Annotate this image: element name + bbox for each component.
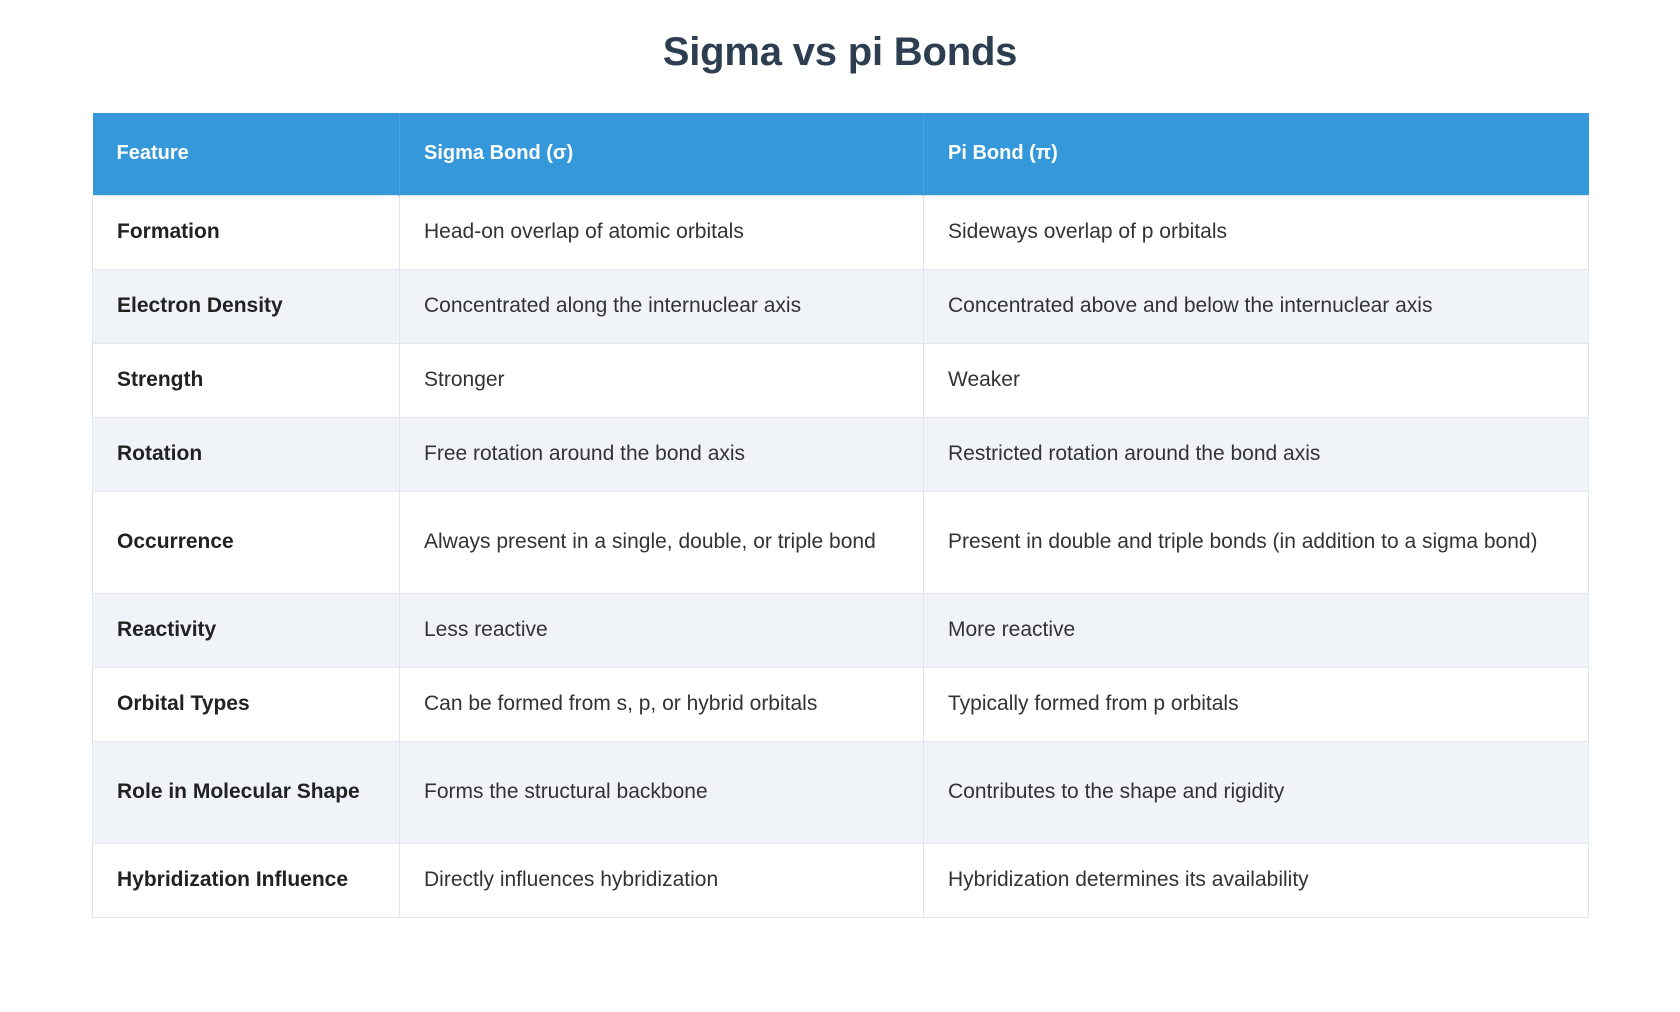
table-header-row: Feature Sigma Bond (σ) Pi Bond (π) bbox=[92, 113, 1589, 195]
cell-feature: Formation bbox=[92, 194, 400, 270]
cell-pi-bond: Contributes to the shape and rigidity bbox=[923, 740, 1589, 844]
column-header-sigma-bond: Sigma Bond (σ) bbox=[399, 113, 924, 195]
cell-feature: Strength bbox=[92, 342, 400, 418]
comparison-table-container: Feature Sigma Bond (σ) Pi Bond (π) Forma… bbox=[92, 113, 1589, 918]
cell-pi-bond: Concentrated above and below the internu… bbox=[923, 268, 1589, 344]
cell-sigma-bond: Stronger bbox=[399, 342, 924, 418]
cell-feature: Role in Molecular Shape bbox=[92, 740, 400, 844]
cell-pi-bond: More reactive bbox=[923, 592, 1589, 668]
cell-sigma-bond: Less reactive bbox=[399, 592, 924, 668]
cell-feature: Orbital Types bbox=[92, 666, 400, 742]
cell-sigma-bond: Head-on overlap of atomic orbitals bbox=[399, 194, 924, 270]
cell-sigma-bond: Always present in a single, double, or t… bbox=[399, 490, 924, 594]
cell-pi-bond: Hybridization determines its availabilit… bbox=[923, 842, 1589, 918]
cell-sigma-bond: Concentrated along the internuclear axis bbox=[399, 268, 924, 344]
cell-pi-bond: Typically formed from p orbitals bbox=[923, 666, 1589, 742]
cell-sigma-bond: Can be formed from s, p, or hybrid orbit… bbox=[399, 666, 924, 742]
cell-feature: Rotation bbox=[92, 416, 400, 492]
cell-feature: Reactivity bbox=[92, 592, 400, 668]
table-header: Feature Sigma Bond (σ) Pi Bond (π) bbox=[92, 113, 1589, 195]
cell-pi-bond: Weaker bbox=[923, 342, 1589, 418]
cell-feature: Electron Density bbox=[92, 268, 400, 344]
cell-sigma-bond: Free rotation around the bond axis bbox=[399, 416, 924, 492]
cell-sigma-bond: Forms the structural backbone bbox=[399, 740, 924, 844]
cell-feature: Occurrence bbox=[92, 490, 400, 594]
page-title: Sigma vs pi Bonds bbox=[662, 30, 1018, 74]
column-header-pi-bond: Pi Bond (π) bbox=[923, 113, 1589, 195]
sigma-pi-comparison-table: Feature Sigma Bond (σ) Pi Bond (π) Forma… bbox=[92, 113, 1589, 918]
cell-sigma-bond: Directly influences hybridization bbox=[399, 842, 924, 918]
cell-feature: Hybridization Influence bbox=[92, 842, 400, 918]
column-header-feature: Feature bbox=[92, 113, 400, 195]
cell-pi-bond: Restricted rotation around the bond axis bbox=[923, 416, 1589, 492]
cell-pi-bond: Present in double and triple bonds (in a… bbox=[923, 490, 1589, 594]
cell-pi-bond: Sideways overlap of p orbitals bbox=[923, 194, 1589, 270]
